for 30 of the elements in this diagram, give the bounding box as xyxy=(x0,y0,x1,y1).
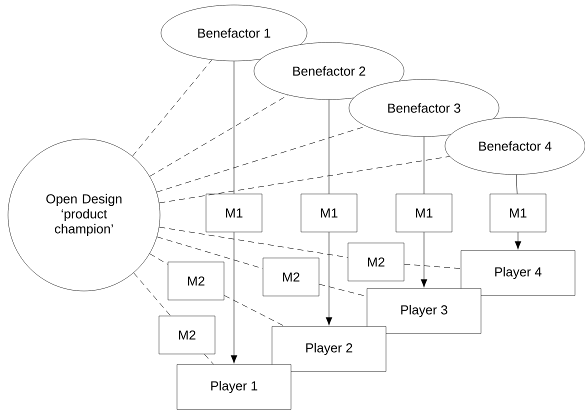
dashed-line xyxy=(149,253,168,265)
dashed-line xyxy=(404,264,462,269)
arrow xyxy=(326,232,332,326)
dashed-line xyxy=(159,156,450,204)
label-box: M2 xyxy=(348,242,404,282)
connector-line xyxy=(516,174,518,194)
dashed-line xyxy=(132,60,212,156)
label-box: M1 xyxy=(490,194,546,232)
dashed-line xyxy=(149,94,288,177)
dashed-line xyxy=(224,295,285,327)
dashed-line xyxy=(156,126,366,192)
connector-line xyxy=(328,99,330,194)
label-box: M2 xyxy=(158,316,216,354)
label-box: M1 xyxy=(300,194,358,232)
arrow xyxy=(230,232,238,364)
dashed-line xyxy=(158,226,348,258)
label-box: M2 xyxy=(262,258,320,296)
player-box: Player 3 xyxy=(366,288,482,334)
label-box: M2 xyxy=(168,262,224,300)
label-box: M1 xyxy=(396,194,452,232)
dashed-line xyxy=(204,354,214,365)
dashed-line xyxy=(156,236,264,269)
arrow xyxy=(514,232,522,250)
dashed-line xyxy=(133,272,171,316)
node-label: Benefactor 4 xyxy=(479,141,552,151)
label-box: M1 xyxy=(206,194,262,232)
player-box: Player 4 xyxy=(460,250,576,296)
player-box: Player 1 xyxy=(176,364,292,410)
player-box: Player 2 xyxy=(272,326,386,372)
arrow xyxy=(420,232,428,288)
